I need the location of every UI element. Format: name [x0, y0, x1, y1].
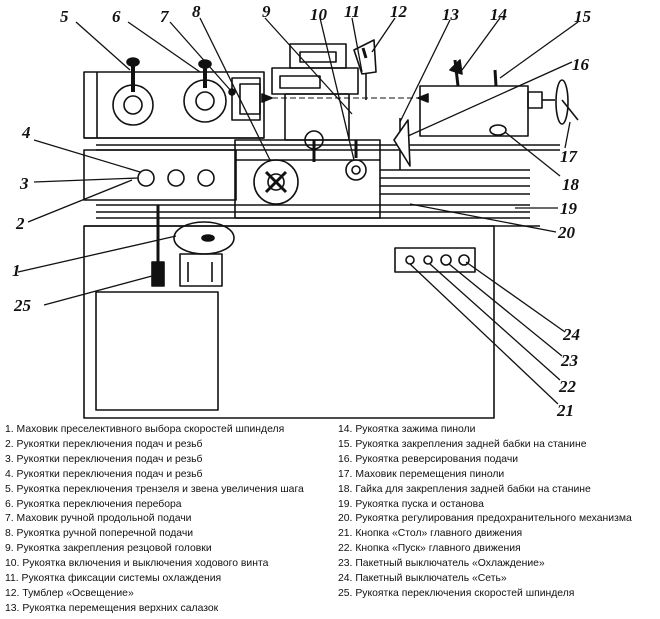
legend-item: 6. Рукоятка переключения перебора: [5, 498, 182, 510]
callout-22: 22: [558, 377, 577, 396]
legend-item: 10. Рукоятка включения и выключения ходо…: [5, 558, 269, 570]
base: [83, 205, 495, 419]
legend-item: 8. Рукоятка ручной поперечной подачи: [5, 528, 194, 540]
tailstock: [393, 59, 579, 170]
callout-19: 19: [560, 199, 578, 218]
callout-10: 10: [310, 5, 328, 24]
legend-item: 12. Тумблер «Освещение»: [5, 587, 134, 599]
callout-9: 9: [262, 2, 271, 21]
legend-item: 17. Маховик перемещения пиноли: [338, 468, 505, 480]
callout-1: 1: [12, 261, 21, 280]
legend-item: 4. Рукоятки переключения подач и резьб: [5, 468, 203, 480]
legend-item: 5. Рукоятка переключения трензеля и звен…: [5, 483, 304, 495]
callout-numbers: 1 2 3 4 5 6 7 8 9 10 11 12 13 14 15 16 1…: [12, 2, 592, 420]
gearbox: [83, 149, 237, 201]
callout-24: 24: [562, 325, 580, 344]
callout-16: 16: [572, 55, 590, 74]
legend-item: 15. Рукоятка закрепления задней бабки на…: [338, 438, 587, 450]
legend-item: 19. Рукоятка пуска и останова: [338, 498, 484, 510]
legend-left-column: 1. Маховик преселективного выбора скорос…: [5, 423, 304, 617]
legend-item: 23. Пакетный выключатель «Охлаждение»: [338, 558, 545, 570]
callout-8: 8: [192, 2, 201, 21]
legend-item: 14. Рукоятка зажима пиноли: [338, 424, 476, 435]
callout-3: 3: [19, 174, 29, 193]
callout-11: 11: [344, 2, 360, 21]
callout-7: 7: [160, 7, 170, 26]
callout-5: 5: [60, 7, 69, 26]
spindle-chuck: [231, 77, 418, 121]
legend-item: 2. Рукоятки переключения подач и резьб: [5, 438, 203, 450]
legend-item: 7. Маховик ручной продольной подачи: [5, 513, 192, 525]
callout-20: 20: [557, 223, 576, 242]
leader-lines: [17, 17, 579, 405]
callout-12: 12: [390, 2, 408, 21]
callout-21: 21: [556, 401, 574, 420]
legend-item: 13. Рукоятка перемещения верхних салазок: [5, 602, 219, 614]
callout-15: 15: [574, 7, 592, 26]
callout-6: 6: [112, 7, 121, 26]
callout-17: 17: [560, 147, 579, 166]
callout-2: 2: [15, 214, 25, 233]
headstock: [83, 57, 265, 139]
lathe-diagram: 1 2 3 4 5 6 7 8 9 10 11 12 13 14 15 16 1…: [12, 2, 592, 420]
legend-item: 9. Рукоятка закрепления резцовой головки: [5, 543, 212, 555]
legend-right-column: 14. Рукоятка зажима пиноли 15. Рукоятка …: [338, 423, 632, 602]
legend-item: 3. Рукоятки переключения подач и резьб: [5, 453, 203, 465]
legend-item: 16. Рукоятка реверсирования подачи: [338, 453, 519, 465]
carriage: [271, 39, 377, 162]
callout-13: 13: [442, 5, 460, 24]
legend-item: 21. Кнопка «Стол» главного движения: [338, 528, 523, 540]
legend-item: 11. Рукоятка фиксации системы охлаждения: [5, 573, 222, 585]
legend-item: 25. Рукоятка переключения скоростей шпин…: [338, 587, 575, 599]
legend-item: 24. Пакетный выключатель «Сеть»: [338, 573, 507, 585]
legend-item: 20. Рукоятка регулирования предохранител…: [338, 513, 632, 525]
legend-item: 1. Маховик преселективного выбора скорос…: [5, 424, 285, 435]
bed: [84, 144, 560, 227]
legend-item: 22. Кнопка «Пуск» главного движения: [338, 543, 521, 555]
callout-23: 23: [560, 351, 579, 370]
callout-18: 18: [562, 175, 580, 194]
callout-14: 14: [490, 5, 507, 24]
legend-item: 18. Гайка для закрепления задней бабки н…: [338, 483, 591, 495]
callout-4: 4: [21, 123, 31, 142]
apron: [234, 139, 381, 219]
callout-25: 25: [13, 296, 32, 315]
